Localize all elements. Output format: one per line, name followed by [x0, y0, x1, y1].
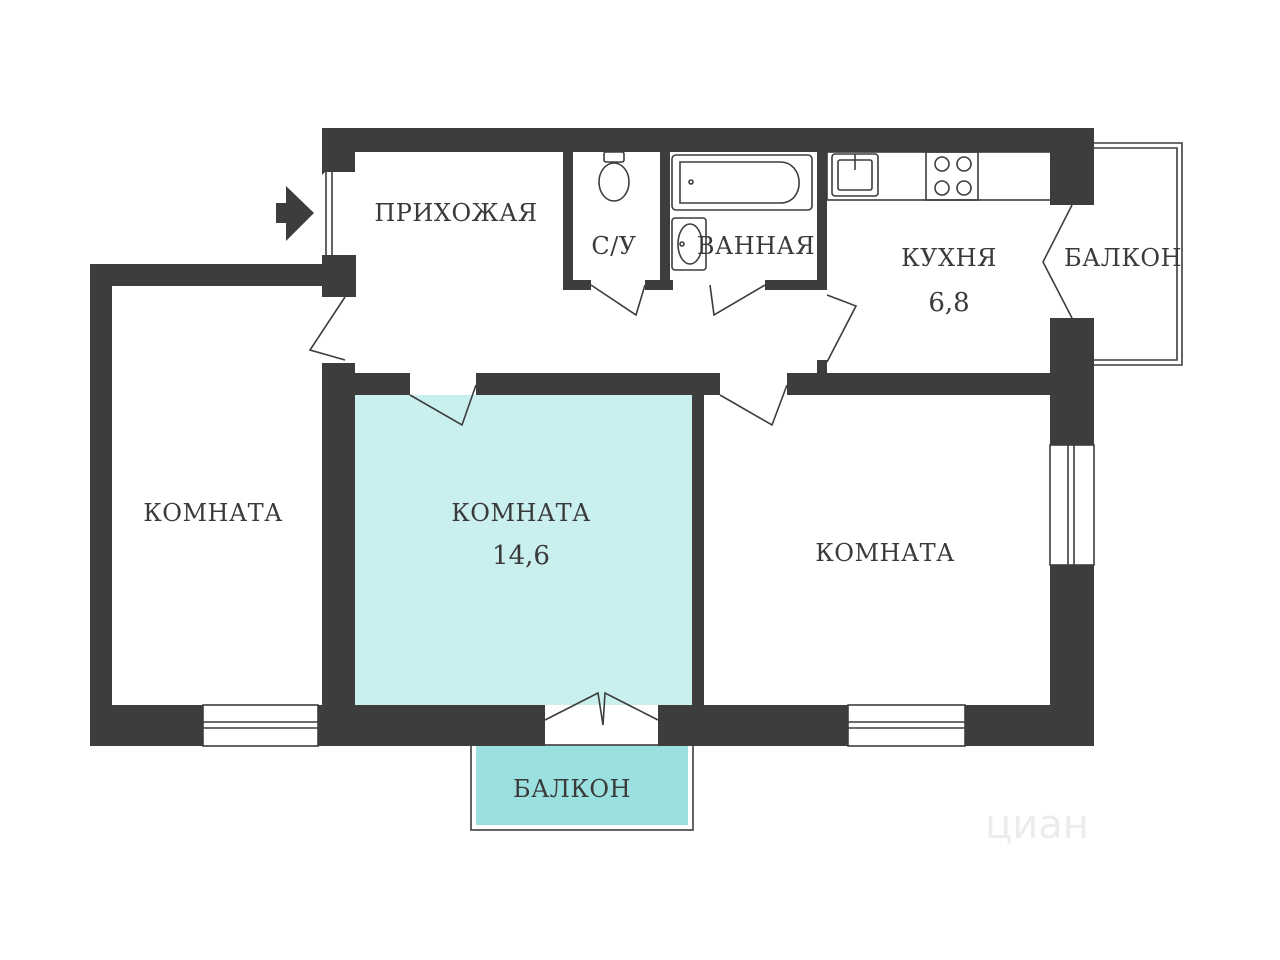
- room-right-label: КОМНАТА: [815, 539, 955, 567]
- kitchen-area: 6,8: [928, 288, 969, 318]
- hallway-label: ПРИХОЖАЯ: [374, 199, 537, 227]
- entrance-arrow-icon: [276, 186, 314, 241]
- bottom-balcony-label: БАЛКОН: [513, 775, 631, 803]
- toilet-icon: [598, 151, 630, 202]
- window-bottom-right: [847, 704, 966, 747]
- room-left-label: КОМНАТА: [143, 499, 283, 527]
- room-center-label: КОМНАТА: [451, 499, 591, 527]
- bottom-balcony-rail: [470, 744, 694, 831]
- cian-watermark: циан: [985, 802, 1089, 848]
- bottom-balcony-fill: [476, 745, 688, 825]
- stove-icon: [925, 151, 979, 201]
- washbasin-icon: [671, 217, 707, 271]
- kitchen-sink-icon: [831, 153, 879, 197]
- kitchen-label: КУХНЯ: [901, 244, 997, 272]
- window-bottom-left: [202, 704, 319, 747]
- room-center-area: 14,6: [492, 541, 550, 571]
- kitchen-balcony-label: БАЛКОН: [1064, 244, 1182, 272]
- room-center-fill: [355, 395, 692, 705]
- bathroom-label: ВАННАЯ: [697, 232, 815, 260]
- window-right: [1049, 444, 1095, 566]
- wc-label: С/У: [591, 232, 636, 260]
- bathtub-icon: [671, 154, 813, 211]
- doors: [308, 172, 1073, 726]
- kitchen-balcony-rail: [1094, 142, 1183, 366]
- walls: [90, 128, 1094, 746]
